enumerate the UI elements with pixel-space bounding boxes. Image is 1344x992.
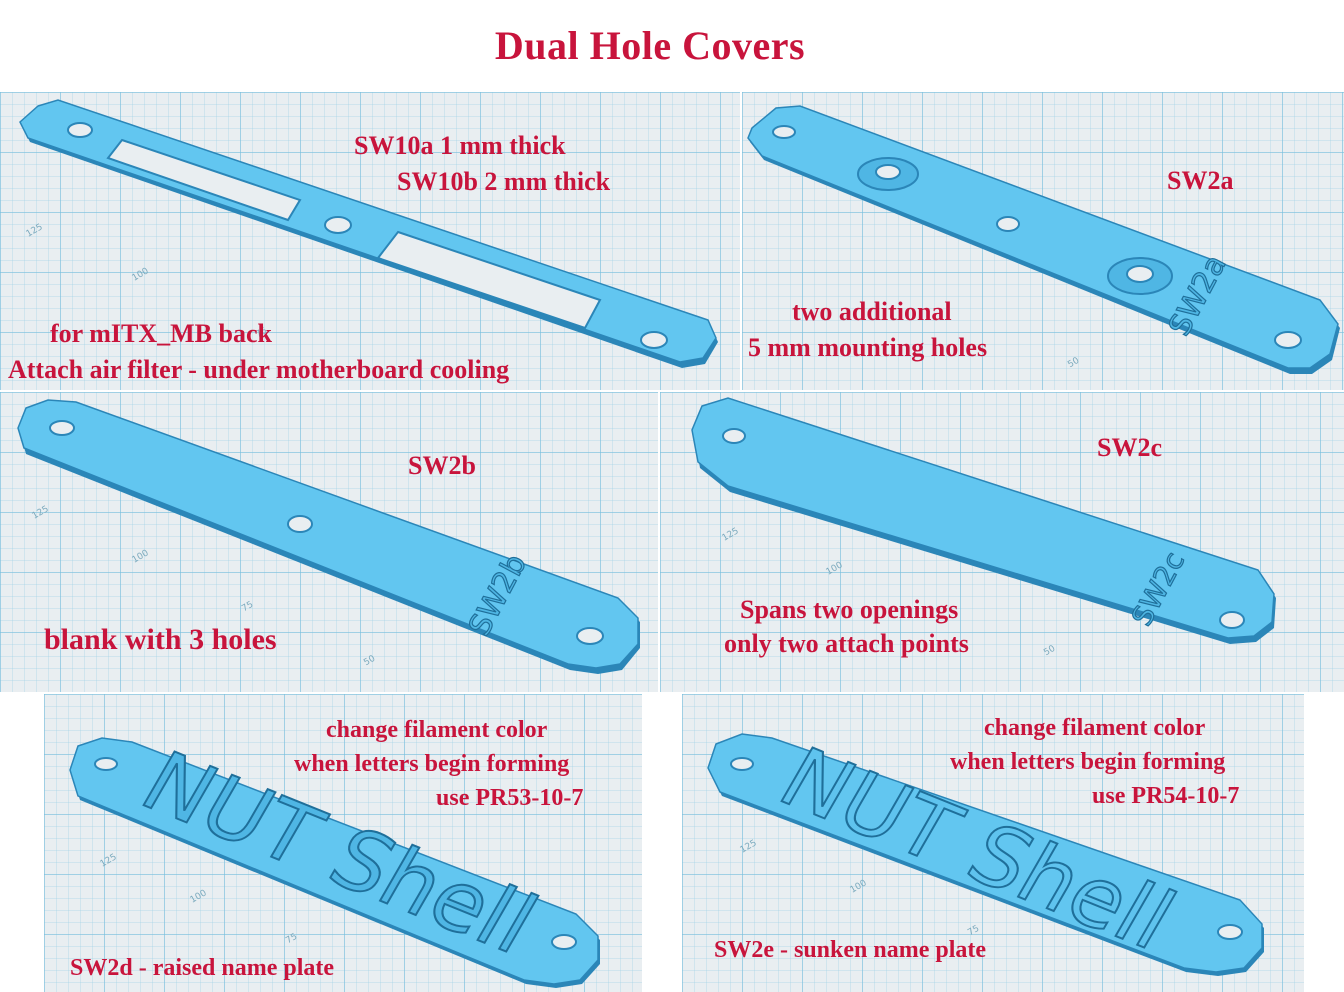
sw2d-instruction-line3: use PR53-10-7 bbox=[436, 785, 584, 811]
sw10-note-line1: for mITX_MB back bbox=[50, 319, 272, 348]
sw2a-note-line1: two additional bbox=[792, 297, 952, 326]
sw2d-caption: SW2d - raised name plate bbox=[70, 955, 334, 981]
panel-sw10: 125 100 75 SW10a 1 mm thick SW10b 2 mm t… bbox=[0, 92, 740, 390]
panel-sw2a: SW2a 50 SW2a two additional 5 mm mountin… bbox=[742, 92, 1344, 390]
sw2e-plate-render: NUT Shell bbox=[707, 729, 1264, 976]
sw2b-label: SW2b bbox=[408, 451, 476, 480]
sw2e-instruction-line3: use PR54-10-7 bbox=[1092, 783, 1240, 809]
sw2a-note-line2: 5 mm mounting holes bbox=[748, 333, 988, 362]
sw2d-instruction-line1: change filament color bbox=[326, 717, 548, 743]
panel-sw2e: NUT Shell 125 100 75 change filament col… bbox=[682, 694, 1304, 992]
sw10-plate-render bbox=[19, 99, 718, 368]
sw2a-label: SW2a bbox=[1167, 166, 1234, 195]
sw2e-instruction-line1: change filament color bbox=[984, 715, 1206, 741]
sw2c-plate-render: SW2c bbox=[691, 397, 1276, 644]
sw10-thickness-a: SW10a 1 mm thick bbox=[354, 131, 566, 160]
sw2d-instruction-line2: when letters begin forming bbox=[294, 751, 570, 777]
sw2e-caption: SW2e - sunken name plate bbox=[714, 937, 987, 963]
sw2c-note-line1: Spans two openings bbox=[740, 595, 959, 624]
panel-sw2d: NUT Shell 125 100 75 change filament col… bbox=[44, 694, 642, 992]
sw2b-plate-render: SW2b bbox=[17, 399, 640, 674]
sw2a-plate-render: SW2a bbox=[747, 105, 1340, 374]
sw2d-plate-render: NUT Shell bbox=[69, 733, 600, 988]
sw10-thickness-b: SW10b 2 mm thick bbox=[397, 167, 611, 196]
sw2c-note-line2: only two attach points bbox=[724, 629, 969, 658]
panel-sw2c: SW2c 125 100 50 SW2c Spans two openings … bbox=[660, 392, 1344, 692]
sw2b-note: blank with 3 holes bbox=[44, 623, 277, 656]
sw2c-label: SW2c bbox=[1097, 433, 1162, 462]
sw10-note-line2: Attach air filter - under motherboard co… bbox=[8, 355, 510, 384]
panel-sw2b: SW2b 125 100 75 50 SW2b blank with 3 hol… bbox=[0, 392, 658, 692]
sw2e-instruction-line2: when letters begin forming bbox=[950, 749, 1226, 775]
page-title: Dual Hole Covers bbox=[494, 23, 806, 68]
